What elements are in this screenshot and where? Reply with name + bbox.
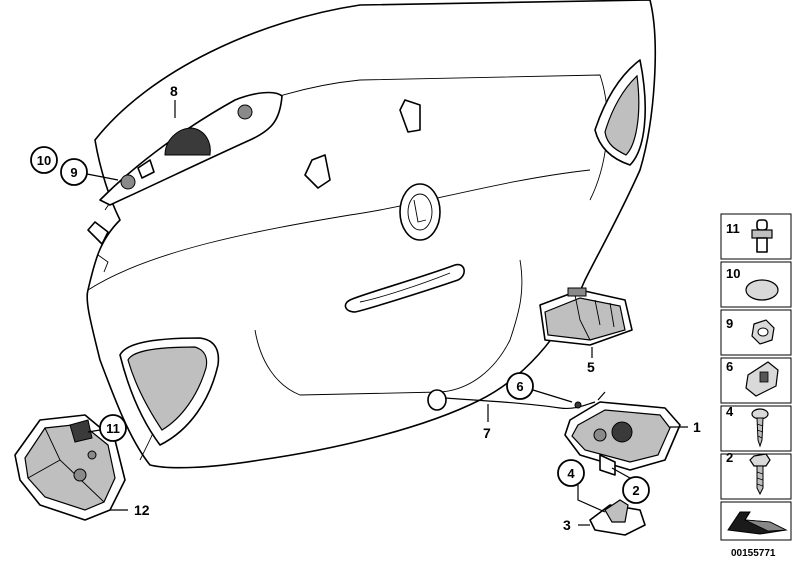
callout-9: 9 — [60, 158, 88, 186]
part-7-cable — [427, 389, 606, 422]
legend-item-10: 10 — [720, 261, 792, 308]
bulb-socket-icon — [751, 219, 773, 253]
callout-8: 8 — [170, 83, 178, 99]
callout-2: 2 — [622, 476, 650, 504]
parts-legend: 11 10 9 6 — [720, 213, 792, 541]
callout-10: 10 — [30, 146, 58, 174]
part-1-lock — [564, 401, 688, 476]
svg-text:11: 11 — [106, 421, 120, 436]
legend-item-11: 11 — [720, 213, 792, 260]
svg-text:6: 6 — [726, 359, 733, 374]
part-8-cover-panel — [99, 91, 283, 206]
callout-1: 1 — [693, 419, 701, 435]
callout-6: 6 — [506, 372, 534, 400]
svg-text:9: 9 — [726, 316, 733, 331]
callout-12: 12 — [134, 502, 150, 518]
hex-bolt-icon — [749, 453, 771, 496]
svg-text:2: 2 — [726, 450, 733, 465]
svg-text:6: 6 — [516, 379, 523, 394]
svg-text:11: 11 — [726, 221, 740, 236]
part-12-actuator — [14, 414, 128, 521]
clip-nut-icon — [745, 361, 779, 397]
round-cap-icon — [745, 279, 779, 301]
callout-11: 11 — [99, 414, 127, 442]
part-5-handle-switch — [539, 287, 633, 358]
svg-text:4: 4 — [726, 404, 734, 419]
svg-text:10: 10 — [726, 266, 740, 281]
arrow-shape-icon — [727, 511, 788, 535]
callouts: 8 10 9 5 6 7 1 4 2 — [30, 83, 701, 533]
callout-3: 3 — [563, 517, 571, 533]
legend-item-9: 9 — [720, 309, 792, 356]
legend-item-4: 4 — [720, 404, 792, 452]
reference-number: 00155771 — [731, 548, 776, 559]
part-3-striker — [578, 499, 646, 536]
callout-4: 4 — [557, 459, 585, 487]
trunk-lid — [86, 0, 657, 469]
svg-text:4: 4 — [567, 466, 575, 481]
torx-screw-icon — [751, 408, 769, 448]
legend-item-2: 2 — [720, 450, 792, 500]
legend-item-6: 6 — [720, 357, 792, 404]
hex-nut-icon — [751, 319, 775, 345]
legend-item-arrow — [720, 501, 792, 541]
callout-7: 7 — [483, 425, 491, 441]
svg-text:10: 10 — [37, 153, 51, 168]
svg-text:9: 9 — [70, 165, 77, 180]
callout-5: 5 — [587, 359, 595, 375]
svg-text:2: 2 — [632, 483, 639, 498]
